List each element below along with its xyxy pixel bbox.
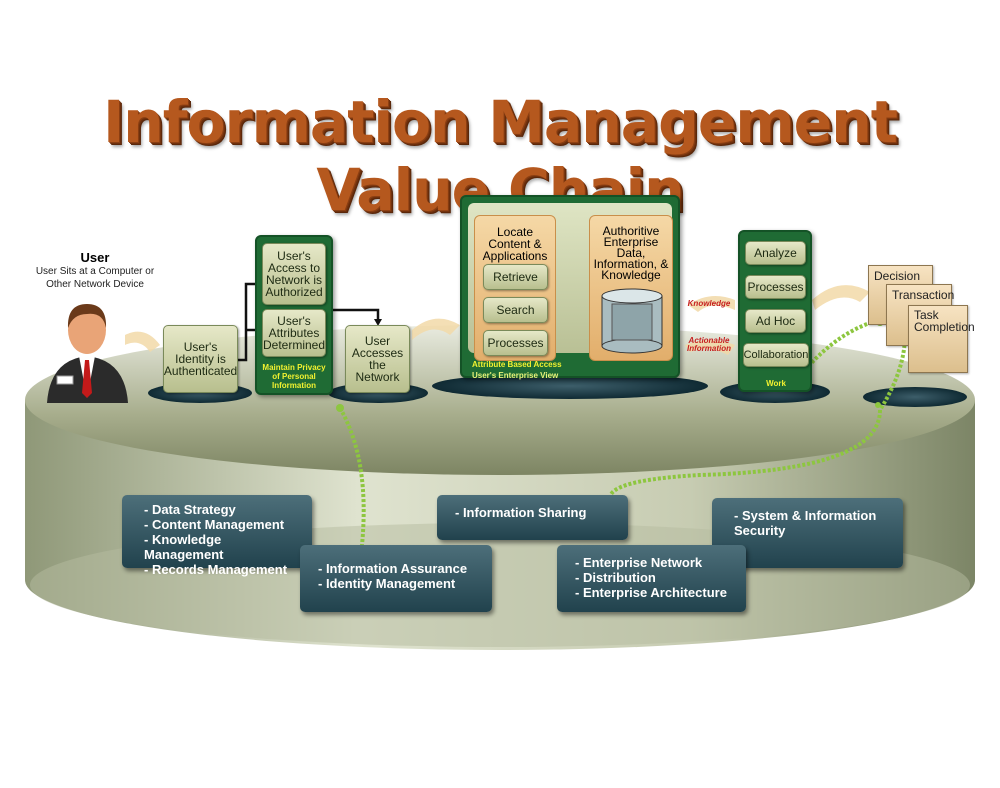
information-assurance-box: - Information Assurance - Identity Manag… — [300, 545, 492, 612]
database-icon — [601, 288, 663, 354]
identity-authenticated-box: User's Identity is Authenticated — [163, 325, 238, 393]
foundation-item: - Information Assurance — [318, 561, 468, 576]
foundation-item: - Enterprise Architecture — [575, 585, 727, 600]
work-label: Work — [766, 379, 786, 388]
enterprise-view-caption: User's Enterprise View — [472, 371, 559, 380]
enterprise-view-panel: Locate Content & Applications Retrieve S… — [460, 195, 680, 380]
information-sharing-box: - Information Sharing — [437, 495, 628, 540]
user-desc-line: User Sits at a Computer or — [35, 266, 155, 277]
attribute-access-caption: Attribute Based Access — [472, 360, 562, 369]
work-item-analyze: Analyze — [745, 241, 806, 265]
authoritive-data-panel: Authoritive Enterprise Data, Information… — [589, 215, 673, 361]
authorization-panel: User's Access to Network is Authorized U… — [255, 235, 333, 395]
foundation-item: - Knowledge Management — [144, 532, 224, 562]
foundation-item: - Distribution — [575, 570, 656, 585]
outcome-task-completion: Task Completion — [908, 305, 975, 373]
enterprise-network-box: - Enterprise Network - Distribution - En… — [557, 545, 746, 612]
hole — [863, 387, 967, 407]
user-accesses-network-box: User Accesses the Network — [345, 325, 410, 393]
foundation-item: - Data Strategy — [144, 502, 236, 517]
page-title: Information Management Value Chain — [103, 88, 898, 224]
foundation-item: - Records Management — [144, 562, 288, 577]
foundation-item: - Content Management — [144, 517, 285, 532]
hole — [432, 373, 708, 399]
user-label: User — [80, 250, 110, 265]
foundation-item: - System & Information Security — [734, 508, 877, 538]
flow-arrows — [125, 285, 870, 355]
actionable-info-flow-label: Actionable Information — [687, 336, 731, 353]
work-item-collaboration: Collaboration — [743, 343, 809, 367]
locate-content-panel: Locate Content & Applications Retrieve S… — [474, 215, 556, 361]
processes-box: Processes — [483, 330, 548, 356]
user-avatar-icon — [47, 304, 128, 403]
privacy-caption: Maintain Privacy of Personal Information — [262, 363, 326, 390]
foundation-item: - Identity Management — [318, 576, 456, 591]
attributes-determined-box: User's Attributes Determined — [262, 309, 326, 357]
foundation-item: - Information Sharing — [455, 505, 587, 520]
work-panel: Analyze Processes Ad Hoc Collaboration W… — [738, 230, 812, 392]
user-description: User Sits at a Computer or Other Network… — [20, 265, 170, 291]
work-item-processes: Processes — [745, 275, 806, 299]
locate-content-label: Locate Content & Applications — [482, 225, 548, 263]
access-authorized-box: User's Access to Network is Authorized — [262, 243, 326, 305]
work-item-ad-hoc: Ad Hoc — [745, 309, 806, 333]
foundation-item: - Enterprise Network — [575, 555, 703, 570]
user-desc-line: Other Network Device — [46, 279, 144, 290]
authoritive-data-label: Authoritive Enterprise Data, Information… — [593, 224, 669, 282]
search-box: Search — [483, 297, 548, 323]
knowledge-flow-label: Knowledge — [687, 299, 731, 308]
retrieve-box: Retrieve — [483, 264, 548, 290]
data-strategy-box: - Data Strategy - Content Management - K… — [122, 495, 312, 577]
